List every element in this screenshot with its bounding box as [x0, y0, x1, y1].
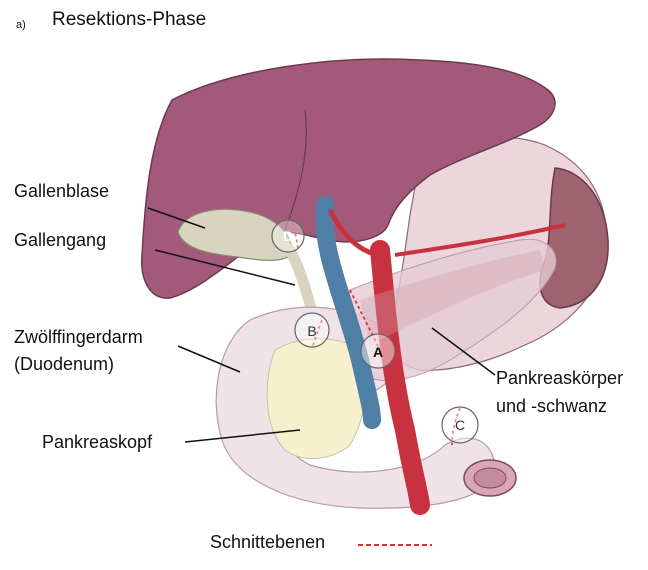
portal-vein — [315, 196, 381, 429]
panel-title: Resektions-Phase — [52, 9, 207, 30]
label-gallbladder: Gallenblase — [14, 181, 110, 201]
cut-marker-c-circle — [441, 406, 479, 444]
label-duodenum-line2: (Duodenum) — [14, 354, 115, 374]
leader-duodenum — [177, 345, 241, 373]
cut-line-a — [349, 289, 381, 351]
cut-line-d — [291, 221, 299, 251]
cut-line-b — [311, 319, 323, 349]
leader-pancreas-body — [431, 327, 496, 376]
pancreas-head-shape — [266, 338, 367, 459]
jejunum-lumen — [473, 467, 507, 489]
leader-gallbladder — [147, 207, 206, 229]
aorta — [370, 240, 430, 515]
cut-marker-d: D — [283, 228, 293, 244]
hepatic-artery — [327, 208, 379, 258]
label-pancreas-body-line2: und -schwanz — [496, 396, 608, 416]
cut-marker-b: B — [307, 323, 316, 339]
cut-marker-a-circle — [360, 333, 396, 369]
cut-marker-d-circle — [271, 219, 305, 253]
panel-letter: a) — [16, 19, 26, 31]
cut-line-c — [451, 407, 461, 446]
splenic-artery — [394, 223, 566, 257]
cut-marker-c: C — [455, 417, 465, 433]
label-pancreas-head: Pankreaskopf — [42, 432, 153, 452]
label-duodenum-line1: Zwölffingerdarm — [14, 327, 143, 347]
cut-marker-a: A — [373, 344, 383, 360]
spleen-shape — [539, 167, 609, 309]
label-bile-duct: Gallengang — [14, 230, 107, 250]
leader-bile-duct — [154, 249, 296, 286]
leader-pancreas-head — [184, 429, 301, 443]
label-pancreas-body-line1: Pankreaskörper — [496, 368, 624, 388]
bile-duct-shape — [284, 244, 318, 318]
liver-lobe-line — [284, 109, 307, 231]
pancreas-overlay — [360, 250, 545, 345]
cut-marker-b-circle — [294, 312, 330, 348]
legend-label: Schnittebenen — [210, 532, 326, 552]
